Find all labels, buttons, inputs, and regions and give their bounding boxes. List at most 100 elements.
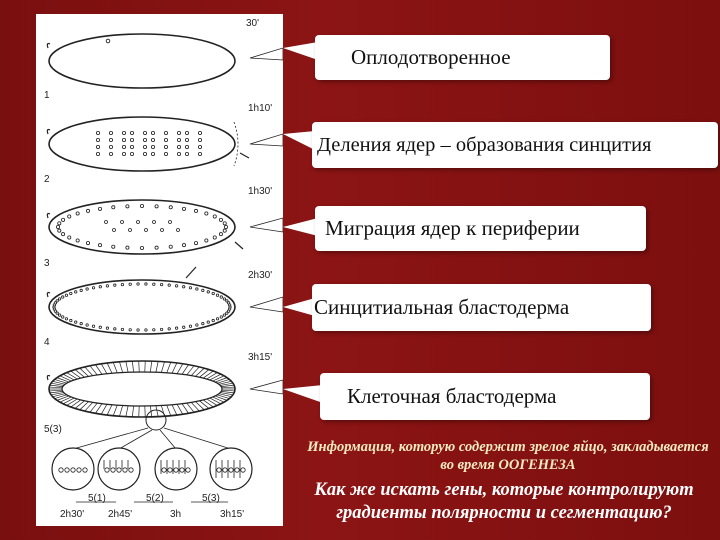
- nucleus: [176, 151, 181, 156]
- cell-membrane: [221, 384, 235, 387]
- nucleus: [184, 131, 189, 136]
- nucleus: [61, 295, 65, 299]
- cell-membrane: [181, 364, 189, 375]
- nucleus: [122, 131, 127, 136]
- nucleus: [144, 228, 148, 232]
- nucleus: [226, 309, 231, 313]
- cell-membrane: [49, 384, 63, 387]
- cell-membrane: [131, 405, 134, 417]
- nucleus: [188, 286, 193, 290]
- egg-stage-3: 1h30' 3: [44, 186, 272, 269]
- nucleus: [154, 204, 159, 209]
- nucleus: [96, 131, 101, 136]
- cell-membrane: [199, 369, 210, 378]
- nucleus: [130, 151, 135, 156]
- cell-membrane: [50, 382, 64, 386]
- cell-membrane: [106, 404, 113, 416]
- embryo-diagram: 30' 1 1h10' 2 1h30' 3 2h30' 4: [44, 18, 283, 520]
- callout-connectors: [249, 47, 283, 395]
- nucleus: [98, 325, 102, 329]
- cell-membrane: [209, 373, 222, 381]
- nucleus: [204, 238, 209, 243]
- nucleus: [67, 214, 72, 219]
- egg-stage-2: 1h10' 2: [44, 103, 272, 185]
- nucleus: [160, 228, 164, 232]
- nucleus: [122, 151, 127, 156]
- cell-membrane: [52, 380, 66, 385]
- nucleus: [181, 243, 186, 248]
- nucleus: [55, 224, 60, 229]
- egg-stage-4: 2h30' 4: [44, 266, 272, 348]
- cell-membrane: [56, 395, 70, 401]
- nucleus: [182, 325, 186, 329]
- nucleus: [167, 283, 171, 287]
- nucleus: [116, 467, 122, 473]
- nucleus: [58, 313, 62, 317]
- nucleus: [122, 144, 127, 149]
- nucleus: [110, 467, 116, 473]
- nucleus: [74, 320, 78, 324]
- nucleus: [120, 220, 124, 224]
- nucleus: [197, 131, 202, 136]
- caption-fertilized: Оплодотворенное: [315, 35, 610, 80]
- detail-circle-2: [97, 447, 141, 491]
- nucleus: [173, 467, 179, 473]
- detail-stage-label-3: 5(3): [202, 493, 220, 504]
- nucleus: [188, 324, 193, 328]
- time-label-stage-3: 1h30': [248, 186, 272, 197]
- nucleus: [104, 220, 108, 224]
- time-label-stage-1: 30': [246, 18, 259, 29]
- nucleus: [79, 322, 83, 326]
- cell-membrane: [199, 400, 210, 409]
- nucleus: [128, 328, 132, 332]
- nucleus: [163, 138, 168, 143]
- cell-membrane: [100, 363, 108, 374]
- nucleus: [57, 228, 62, 233]
- cell-membrane: [62, 373, 75, 381]
- nucleus: [143, 138, 148, 143]
- nucleus: [211, 291, 215, 296]
- cell-membrane: [150, 405, 153, 417]
- nucleus: [109, 138, 114, 143]
- cell-membrane: [79, 401, 89, 411]
- nucleus: [122, 467, 128, 473]
- nucleus: [113, 283, 117, 287]
- cell-membrane: [221, 391, 235, 394]
- cell-membrane: [171, 404, 178, 416]
- cell-membrane: [217, 379, 230, 384]
- nucleus: [184, 151, 189, 156]
- nucleus: [185, 467, 191, 473]
- nucleus: [151, 151, 156, 156]
- cell-membrane: [155, 405, 159, 417]
- nucleus: [98, 243, 103, 248]
- nucleus: [122, 138, 127, 143]
- nucleus: [96, 151, 101, 156]
- nucleus: [58, 467, 64, 473]
- nucleus: [105, 326, 110, 330]
- nucleus: [219, 315, 223, 319]
- nucleus: [197, 138, 202, 143]
- cell-membrane: [89, 365, 98, 376]
- detail-time-label-1: 2h30': [60, 509, 84, 520]
- nucleus: [111, 244, 116, 249]
- nucleus: [215, 317, 220, 321]
- nucleus: [168, 205, 173, 210]
- nucleus: [55, 299, 59, 303]
- nucleus: [55, 311, 59, 315]
- cell-membrane: [95, 403, 103, 414]
- nucleus: [167, 467, 173, 473]
- nucleus: [234, 467, 240, 473]
- nucleus: [159, 282, 164, 287]
- nucleus: [76, 467, 82, 473]
- detail-time-label-4: 3h15': [220, 509, 244, 520]
- nucleus: [64, 467, 70, 473]
- number-label-stage-2: 2: [44, 174, 50, 185]
- nucleus: [130, 144, 135, 149]
- nucleus: [136, 328, 140, 332]
- nucleus: [74, 290, 78, 294]
- nucleus: [112, 228, 116, 232]
- cell-membrane: [155, 361, 159, 373]
- nucleus: [61, 217, 66, 222]
- nucleus: [222, 228, 227, 233]
- nucleus: [181, 206, 186, 211]
